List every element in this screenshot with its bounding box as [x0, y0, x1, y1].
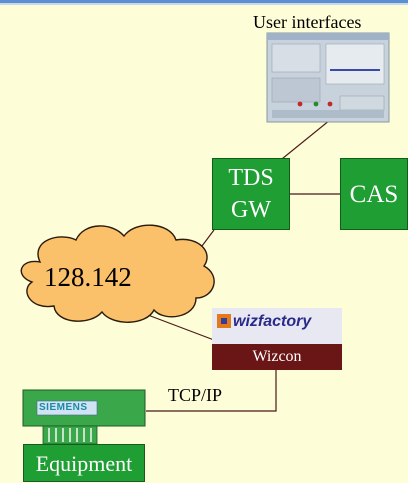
wizcon-node[interactable]: Wizcon — [212, 344, 342, 370]
tds-gw-label-line2: GW — [231, 197, 271, 223]
link-cloud-wizcon — [139, 311, 215, 341]
link-wizcon-equipment — [146, 370, 277, 412]
wizcon-label: Wizcon — [252, 348, 302, 365]
equipment-node[interactable]: Equipment — [23, 444, 145, 482]
equipment-label: Equipment — [35, 451, 133, 476]
siemens-plc — [22, 389, 146, 445]
top-rule — [0, 0, 408, 3]
user-interfaces-label: User interfaces — [253, 12, 362, 32]
siemens-label: SIEMENS — [39, 402, 88, 413]
network-cloud — [20, 224, 215, 323]
top-rule-shadow — [0, 3, 408, 5]
user-interface-screenshot — [266, 32, 390, 123]
tds-gw-label-line1: TDS — [228, 165, 274, 191]
wizfactory-logo — [212, 308, 342, 344]
cas-label: CAS — [349, 181, 399, 208]
cas-node[interactable]: CAS — [340, 158, 408, 230]
network-label: 128.142 — [44, 262, 132, 292]
tcpip-label: TCP/IP — [168, 385, 223, 405]
tds-gw-node[interactable]: TDS GW — [212, 158, 290, 230]
wizfactory-logo-text: wizfactory — [233, 313, 312, 330]
